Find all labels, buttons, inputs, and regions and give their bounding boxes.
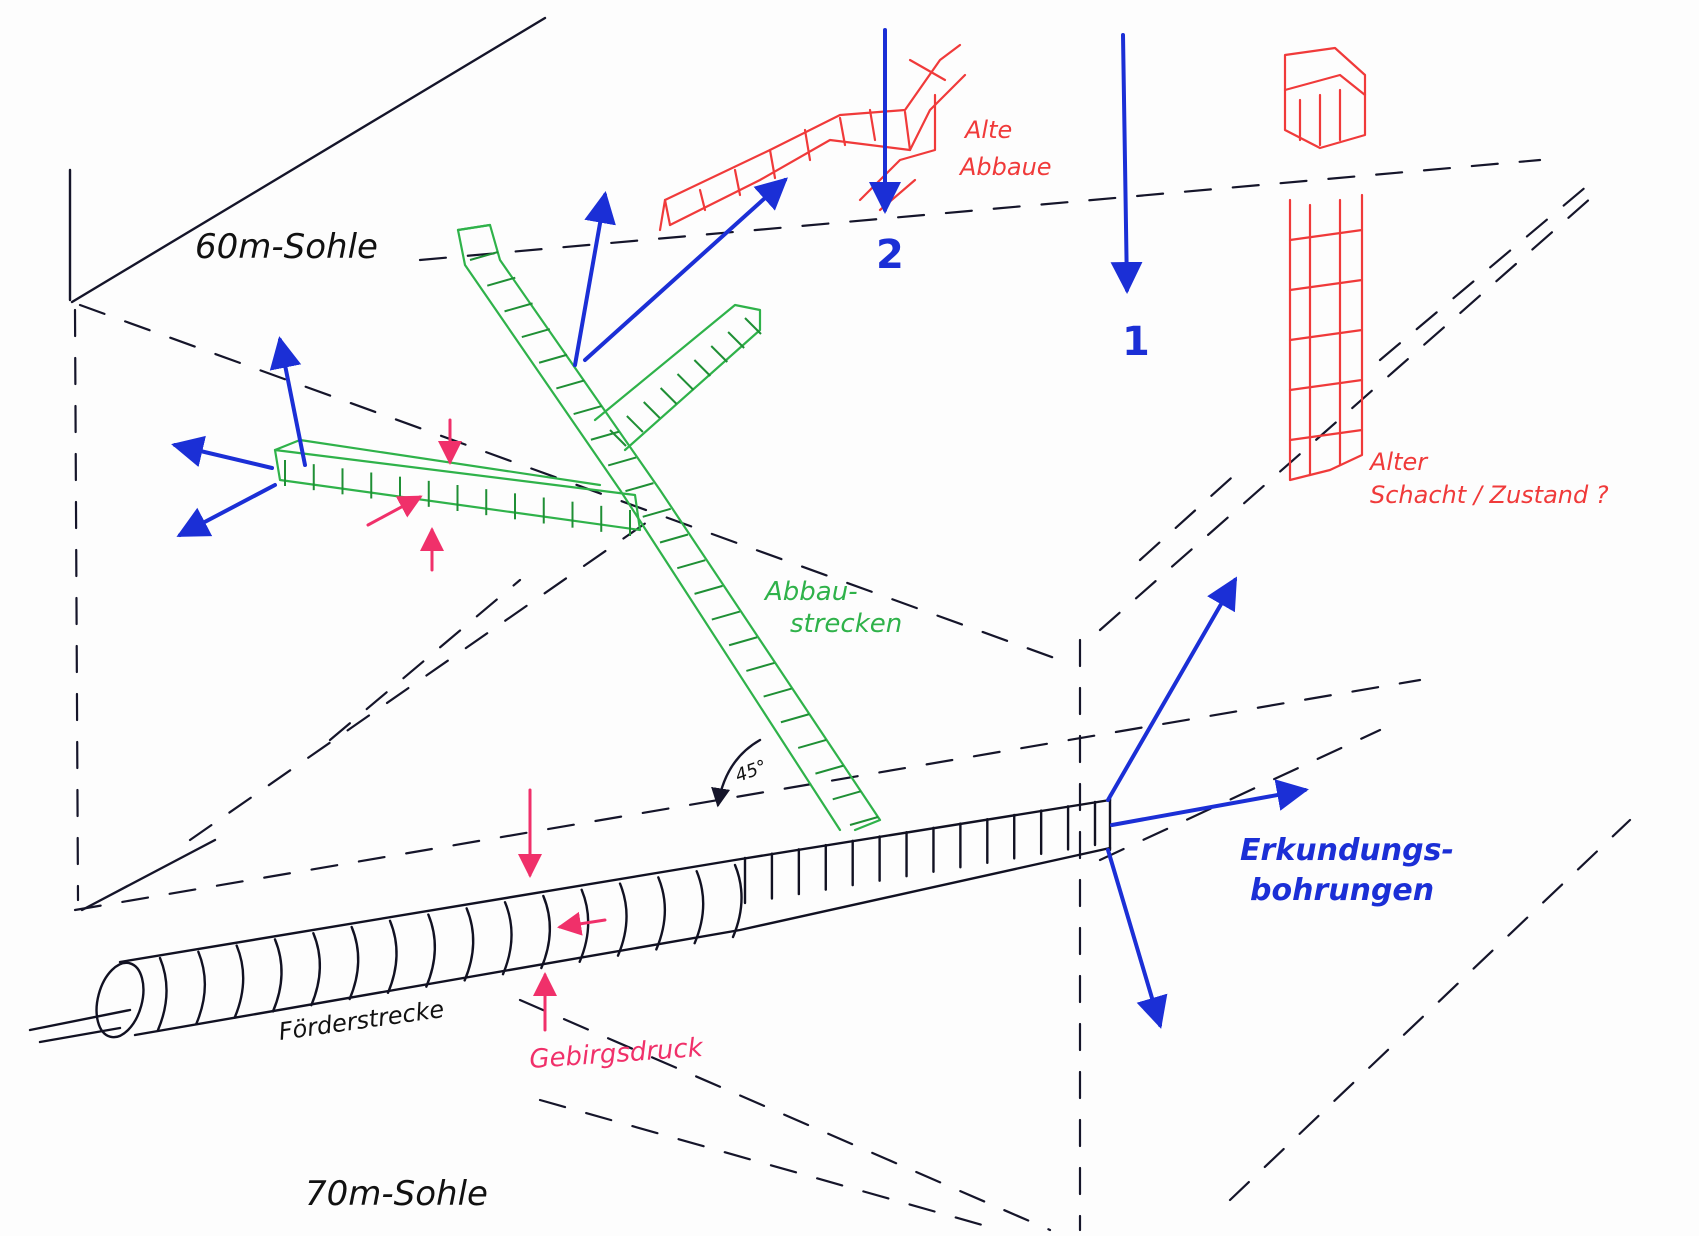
gallery-rib — [727, 331, 745, 349]
gallery-rib — [642, 507, 672, 518]
haulage-drift-label: Förderstrecke — [277, 995, 446, 1046]
gallery-rib — [504, 302, 533, 313]
exploration-label-2: bohrungen — [1250, 873, 1434, 908]
rock-pressure-arrows — [366, 418, 607, 1032]
gallery-rib — [521, 328, 551, 339]
gallery-rib — [780, 713, 810, 724]
old-workings-label-1: Alte — [963, 116, 1012, 144]
drift-rings — [156, 800, 1097, 1032]
drift-ring — [233, 944, 245, 1019]
gallery-rib — [832, 790, 862, 801]
gallery-rib — [849, 816, 879, 826]
labels: 60m-Sohle 70m-Sohle Alte Abbaue Alter Sc… — [195, 116, 1609, 1214]
drift-ring — [156, 956, 168, 1032]
gallery-rib — [815, 764, 844, 775]
gallery-rib — [625, 482, 654, 493]
level-70-label: 70m-Sohle — [305, 1174, 488, 1214]
gallery-rib — [573, 405, 602, 416]
gallery-ribs — [284, 251, 879, 826]
gallery-rib — [711, 610, 741, 621]
gallery-rib — [763, 687, 792, 698]
old-shaft-label-1: Alter — [1368, 448, 1429, 476]
old-shaft-sketch — [1283, 46, 1367, 482]
gallery-rib — [728, 636, 758, 647]
gallery-rib — [693, 359, 712, 377]
marker-1-label: 1 — [1122, 319, 1150, 365]
gallery-rib — [744, 317, 762, 335]
gallery-rib — [609, 429, 627, 447]
drift-ring — [386, 919, 398, 994]
drift-ring — [578, 888, 590, 963]
level-60-label: 60m-Sohle — [195, 227, 378, 267]
mining-drifts-label-1: Abbau- — [763, 577, 858, 607]
drift-ring — [731, 863, 743, 939]
gallery-rib — [694, 584, 723, 595]
gallery-rib — [746, 661, 775, 672]
gallery-rib — [659, 387, 678, 405]
mining-drifts-label-2: strecken — [790, 609, 902, 639]
gallery-rib — [676, 559, 706, 570]
gallery-rib — [469, 251, 499, 261]
gallery-rib — [710, 345, 728, 363]
gallery-rib — [486, 276, 516, 287]
marker-2-label: 2 — [876, 232, 904, 278]
angle-label: 45° — [733, 756, 770, 787]
gallery-rib — [643, 401, 661, 419]
exploration-label-1: Erkundungs- — [1240, 833, 1454, 868]
old-workings-label-2: Abbaue — [958, 153, 1052, 181]
gallery-rib — [797, 738, 827, 749]
old-workings-sketch — [658, 43, 967, 232]
haulage-drift — [28, 793, 1112, 1044]
drift-ring — [693, 870, 705, 945]
drift-ring — [348, 925, 360, 1001]
drift-ring — [425, 913, 437, 988]
drift-ring — [463, 907, 475, 982]
gallery-rib — [538, 353, 568, 364]
gallery-rib — [607, 456, 637, 467]
gallery-rib — [659, 533, 689, 544]
angle-mark — [711, 738, 762, 808]
gallery-rib — [626, 415, 644, 433]
exploration-arrows — [171, 28, 1309, 1029]
drift-ring — [501, 901, 513, 976]
drift-ring — [310, 932, 322, 1007]
drift-ring — [655, 876, 667, 951]
gallery-rib — [556, 379, 585, 390]
old-shaft-label-2: Schacht / Zustand ? — [1370, 481, 1609, 509]
mining-galleries — [273, 223, 882, 832]
gallery-rib — [676, 373, 695, 391]
drift-ring — [271, 938, 283, 1013]
perspective-frame — [68, 16, 1632, 1232]
drift-ring — [616, 882, 628, 957]
drift-ring — [540, 894, 552, 970]
rock-pressure-label: Gebirgsdruck — [528, 1033, 704, 1075]
drift-ring — [195, 950, 207, 1025]
